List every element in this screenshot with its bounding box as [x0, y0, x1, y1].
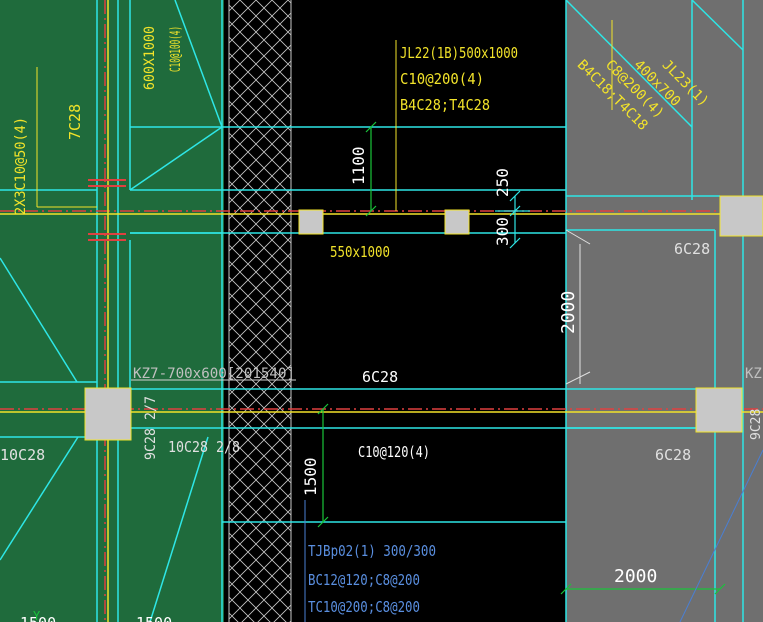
rebar-6c28-right-label: 6C28 — [674, 240, 710, 258]
y-axis-label: Y — [33, 609, 41, 622]
rebar-6c28-low-label: 6C28 — [655, 446, 691, 464]
rebar-2x3c10-label: 2X3C10@50(4) — [13, 117, 29, 215]
column-550x1000-a — [298, 209, 324, 235]
column-left-kz7 — [84, 387, 132, 441]
beam-jl22-label-2: C10@200(4) — [400, 70, 484, 88]
dim-1100-label: 1100 — [349, 146, 368, 185]
dimension-lines-cyan — [495, 190, 530, 249]
bottom-1500-a-label: 1500 — [20, 614, 56, 622]
column-550x1000-b — [444, 209, 470, 235]
tjb-label-1: TJBp02(1) 300/300 — [308, 542, 436, 560]
dim-300-label: 300 — [493, 217, 512, 246]
cyan-outlines — [0, 0, 744, 622]
dim-1500-label: 1500 — [301, 457, 320, 496]
bottom-1500-b-label: 1500 — [136, 614, 172, 622]
beam-jl22-label-1: JL22(1B)500x1000 — [400, 44, 518, 62]
beam-left-label-1: 600X1000 — [142, 26, 158, 90]
dim-250-label: 250 — [493, 168, 512, 197]
gray-area-detail-lines — [565, 229, 591, 385]
columns[interactable] — [84, 195, 763, 441]
rebar-10c28-a-label: 10C28 2/8 — [168, 438, 240, 456]
rebar-6c28-mid-label: 6C28 — [362, 368, 398, 386]
tjb-label-2: BC12@120;C8@200 — [308, 571, 420, 589]
rebar-c10-120-label: C10@120(4) — [358, 443, 430, 461]
column-right-lower — [695, 387, 743, 433]
tjb-label-3: TC10@200;C8@200 — [308, 598, 420, 616]
rebar-7c28-label: 7C28 — [66, 104, 84, 140]
dim-2000-vertical-label: 2000 — [558, 291, 579, 334]
rebar-10c28-left-label: 10C28 — [0, 446, 45, 464]
hatched-wall-strip — [228, 0, 292, 622]
column-right-upper — [719, 195, 763, 237]
dimension-lines — [317, 121, 726, 595]
beam-left-label-2: C10@100(4) — [168, 26, 184, 72]
col-550x1000-label: 550x1000 — [330, 243, 390, 261]
kz-edge-label: KZ — [745, 366, 762, 382]
kz7-label: KZ7-700x600[201540] — [133, 366, 295, 382]
beam-jl22-label-3: B4C28;T4C28 — [400, 96, 490, 114]
dim-2000-horizontal-label: 2000 — [614, 566, 657, 587]
rebar-markers — [88, 179, 126, 241]
leader-lines — [36, 20, 763, 622]
rebar-9c28-edge-label: 9C28 — [749, 409, 763, 440]
annotations: JL22(1B)500x1000 C10@200(4) B4C28;T4C28 … — [0, 26, 763, 622]
rebar-9c28-label: 9C28 2/7 — [143, 396, 159, 460]
